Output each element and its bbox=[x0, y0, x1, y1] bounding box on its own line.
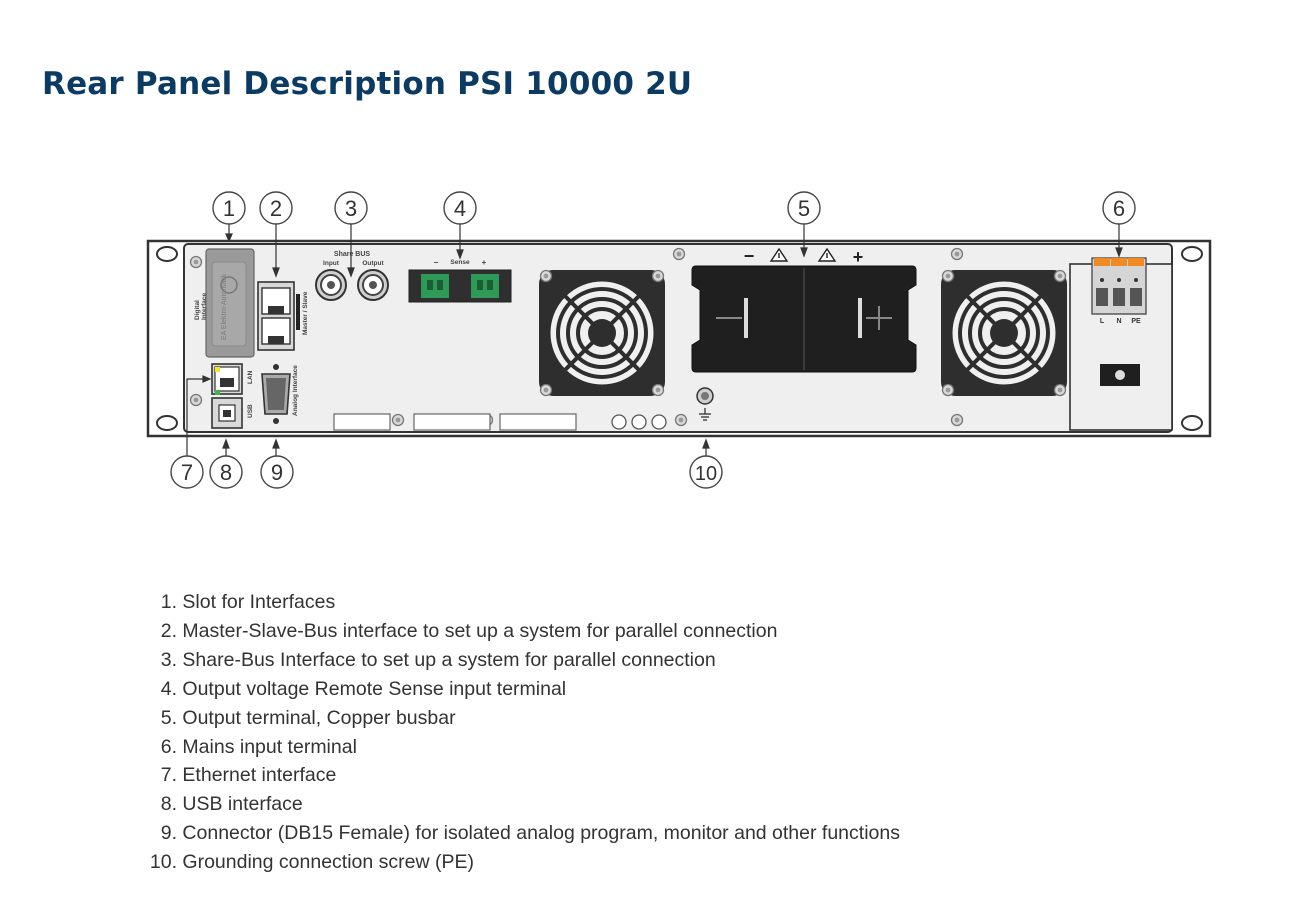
list-item-text: Output terminal, Copper busbar bbox=[182, 706, 456, 729]
interface-card-brand: EA Elektro-Automatik bbox=[221, 273, 228, 340]
page-title: Rear Panel Description PSI 10000 2U bbox=[42, 66, 693, 102]
list-item: 6. Mains input terminal bbox=[148, 733, 900, 762]
mains-l-label: L bbox=[1100, 318, 1105, 325]
mains-n-label: N bbox=[1116, 318, 1121, 325]
list-item: 8. USB interface bbox=[148, 790, 900, 819]
callout-3: 3 bbox=[345, 196, 357, 221]
svg-text:Digital Interface: Digital Interface bbox=[194, 293, 208, 320]
lan-label: LAN bbox=[247, 370, 254, 384]
rack-hole-right-top bbox=[1181, 246, 1203, 262]
cable-strain-relief bbox=[1100, 364, 1140, 386]
busbar-output-cover[interactable] bbox=[691, 265, 917, 373]
master-slave-label: Master / Slave bbox=[302, 291, 309, 335]
fan-right bbox=[941, 270, 1067, 396]
interface-slot: EA Elektro-Automatik bbox=[205, 248, 255, 358]
callout-2: 2 bbox=[270, 196, 282, 221]
list-item: 1. Slot for Interfaces bbox=[148, 588, 900, 617]
busbar-plus-label: + bbox=[853, 247, 864, 267]
list-item-text: Share-Bus Interface to set up a system f… bbox=[182, 648, 716, 671]
list-item-text: Ethernet interface bbox=[182, 764, 337, 787]
callout-7: 7 bbox=[181, 460, 193, 485]
sense-plus-label: + bbox=[482, 258, 487, 267]
list-item-text: Connector (DB15 Female) for isolated ana… bbox=[182, 822, 900, 845]
list-item: 7. Ethernet interface bbox=[148, 761, 900, 790]
list-item-text: Output voltage Remote Sense input termin… bbox=[182, 677, 567, 700]
legend-list: 1. Slot for Interfaces 2. Master-Slave-B… bbox=[148, 588, 900, 877]
master-slave-port[interactable] bbox=[257, 281, 295, 351]
list-item-text: USB interface bbox=[182, 793, 303, 816]
list-item-text: Slot for Interfaces bbox=[182, 591, 336, 613]
list-item-text: Master-Slave-Bus interface to set up a s… bbox=[182, 619, 778, 642]
callout-9: 9 bbox=[271, 460, 283, 485]
list-item: 5. Output terminal, Copper busbar bbox=[148, 704, 900, 733]
digital-interface-label-1: Digital bbox=[194, 300, 201, 320]
sense-terminal[interactable] bbox=[408, 269, 512, 303]
usb-label: USB bbox=[247, 404, 254, 418]
warning-icon-right bbox=[817, 247, 837, 262]
list-item: 9. Connector (DB15 Female) for isolated … bbox=[148, 819, 900, 848]
share-bus-output-connector[interactable] bbox=[357, 269, 389, 301]
list-item: 2. Master-Slave-Bus interface to set up … bbox=[148, 617, 900, 646]
callout-8: 8 bbox=[220, 460, 232, 485]
list-item-text: Grounding connection screw (PE) bbox=[182, 851, 474, 874]
callout-5: 5 bbox=[798, 196, 810, 221]
rear-panel-diagram: EA Elektro-Automatik Digital Interface M… bbox=[146, 191, 1212, 489]
busbar-minus-label: − bbox=[744, 246, 755, 266]
rack-hole-left-top bbox=[156, 246, 178, 262]
callout-6: 6 bbox=[1113, 196, 1125, 221]
callout-10: 10 bbox=[695, 463, 717, 485]
share-bus-output-label: Output bbox=[362, 260, 384, 267]
mains-input-terminal[interactable] bbox=[1091, 257, 1147, 315]
fan-left bbox=[539, 270, 665, 396]
mains-pe-label: PE bbox=[1131, 318, 1141, 325]
usb-port[interactable] bbox=[211, 397, 243, 429]
share-bus-label: Share BUS bbox=[334, 251, 371, 258]
analog-interface-label: Analog Interface bbox=[292, 365, 299, 416]
lan-port[interactable] bbox=[211, 363, 243, 395]
list-item: 10. Grounding connection screw (PE) bbox=[148, 848, 900, 877]
grounding-screw[interactable] bbox=[696, 387, 714, 405]
analog-db15-connector[interactable] bbox=[261, 373, 291, 415]
share-bus-input-label: Input bbox=[323, 260, 340, 267]
callout-4: 4 bbox=[454, 196, 466, 221]
callout-1: 1 bbox=[223, 196, 235, 221]
rack-hole-left-bottom bbox=[156, 415, 178, 431]
sense-label: Sense bbox=[450, 259, 470, 266]
list-item: 3. Share-Bus Interface to set up a syste… bbox=[148, 646, 900, 675]
sense-minus-label: − bbox=[434, 258, 439, 267]
list-item: 4. Output voltage Remote Sense input ter… bbox=[148, 675, 900, 704]
share-bus-input-connector[interactable] bbox=[315, 269, 347, 301]
warning-icon-left bbox=[769, 247, 789, 262]
digital-interface-label-2: Interface bbox=[201, 293, 208, 320]
list-item-text: Mains input terminal bbox=[182, 735, 357, 758]
rack-hole-right-bottom bbox=[1181, 415, 1203, 431]
ground-symbol-icon bbox=[699, 408, 711, 421]
